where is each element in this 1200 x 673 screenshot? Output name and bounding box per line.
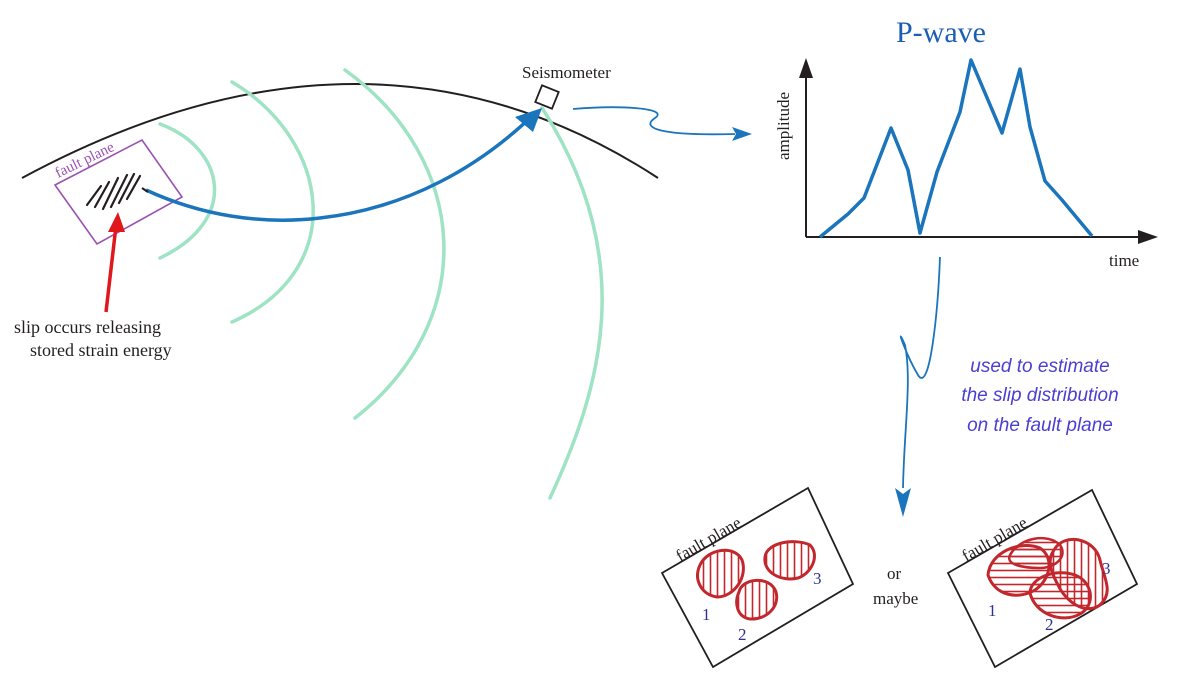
down-squiggle-arrowhead bbox=[895, 488, 911, 517]
seismometer-icon bbox=[534, 84, 560, 110]
pwave-trace bbox=[818, 58, 1094, 239]
wavefront-4 bbox=[540, 106, 604, 500]
amplitude-axis-label: amplitude bbox=[774, 92, 793, 160]
pwave-graph: P-wave amplitude time bbox=[774, 16, 1158, 270]
down-squiggle bbox=[899, 256, 941, 489]
slip-label-line2: stored strain energy bbox=[30, 340, 172, 360]
patch-b-number-1: 1 bbox=[988, 601, 997, 620]
slip-patch-a3 bbox=[763, 540, 816, 581]
or-label: or bbox=[887, 564, 902, 583]
wavefronts bbox=[158, 68, 604, 500]
wavefront-2 bbox=[230, 80, 315, 324]
fault-slip-hatch bbox=[85, 172, 142, 211]
wavefront-3 bbox=[343, 68, 446, 420]
slip-patch-a1 bbox=[696, 549, 745, 599]
amplitude-axis-arrowhead bbox=[799, 58, 813, 78]
estimate-note: used to estimate the slip distribution o… bbox=[961, 356, 1118, 436]
ray-start-tick bbox=[141, 187, 149, 193]
note-line3: on the fault plane bbox=[967, 415, 1113, 436]
seismic-ray-arrowhead bbox=[515, 108, 542, 132]
wavefront-1 bbox=[158, 122, 217, 260]
slip-patch-b2 bbox=[1028, 571, 1092, 620]
slip-label-line1: slip occurs releasing bbox=[14, 317, 161, 337]
slip-arrow bbox=[104, 212, 125, 313]
signal-squiggle bbox=[572, 106, 736, 136]
note-line1: used to estimate bbox=[970, 356, 1109, 377]
patch-b-number-2: 2 bbox=[1045, 615, 1054, 634]
patch-a-number-1: 1 bbox=[702, 605, 711, 624]
earth-surface-arc bbox=[21, 83, 659, 179]
patch-a-number-2: 2 bbox=[738, 625, 747, 644]
fault-plane-main-label: fault plane bbox=[53, 139, 118, 181]
note-line2: the slip distribution bbox=[961, 385, 1118, 406]
seismometer-label: Seismometer bbox=[522, 63, 611, 82]
slip-patch-b-extra bbox=[1007, 537, 1064, 570]
time-axis-label: time bbox=[1109, 251, 1139, 270]
maybe-label: maybe bbox=[873, 589, 918, 608]
pwave-title: P-wave bbox=[896, 16, 986, 49]
time-axis-arrowhead bbox=[1138, 230, 1158, 244]
fault-plane-b: fault plane 1 2 3 bbox=[946, 488, 1139, 669]
patch-b-number-3: 3 bbox=[1102, 559, 1111, 578]
slip-patch-a2 bbox=[735, 578, 779, 621]
seismic-ray bbox=[145, 116, 532, 222]
signal-squiggle-arrowhead bbox=[732, 127, 752, 141]
fault-plane-a: fault plane 1 2 3 bbox=[660, 486, 855, 669]
patch-a-number-3: 3 bbox=[813, 569, 822, 588]
